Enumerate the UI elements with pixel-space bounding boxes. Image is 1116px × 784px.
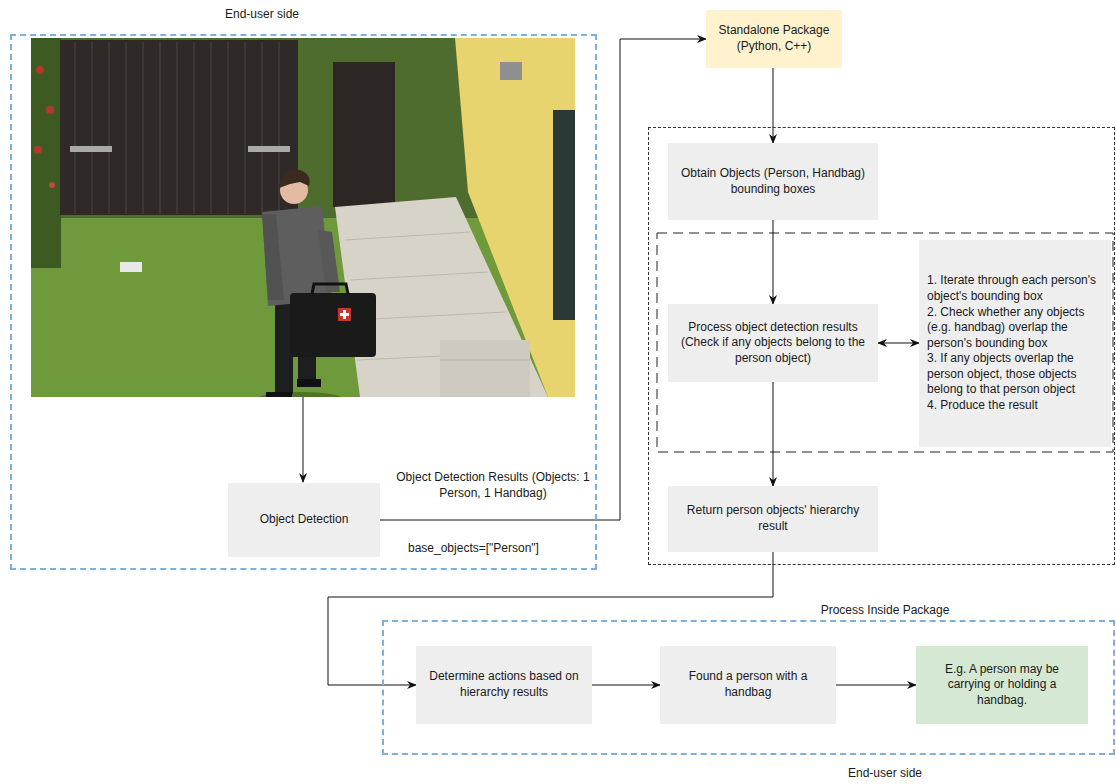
process-box: Return person objects' hierarchy result	[668, 486, 878, 552]
process-box: Found a person with a handbag	[660, 646, 836, 724]
node-text: 1. Iterate through each person's object'…	[927, 273, 1103, 304]
garden-scene	[31, 38, 575, 397]
connector	[592, 685, 660, 686]
node-text: Found a person with a handbag	[668, 669, 828, 700]
node-text: Return person objects' hierarchy result	[676, 503, 870, 534]
node-text: 4. Produce the result	[927, 398, 1103, 414]
group-region: End-user sideDetermine actions based on …	[382, 620, 1115, 755]
annotation-label: base_objects=["Person"]	[408, 541, 539, 557]
node-text: Object Detection	[236, 512, 372, 528]
process-box: Object Detection	[228, 483, 380, 557]
node-text: 3. If any objects overlap the person obj…	[927, 351, 1103, 398]
node-text: E.g. A person may be carrying or holding…	[924, 662, 1080, 709]
region-heading: End-user side	[225, 7, 299, 23]
region-heading: End-user side	[848, 766, 922, 782]
process-box: Determine actions based on hierarchy res…	[416, 646, 592, 724]
node-text: Determine actions based on hierarchy res…	[424, 669, 584, 700]
node-text: Process object detection results (Check …	[676, 320, 870, 367]
connector	[773, 220, 774, 304]
process-box: Process object detection results (Check …	[668, 304, 878, 382]
group-region: Process Inside PackageObtain Objects (Pe…	[648, 127, 1115, 565]
process-box: Obtain Objects (Person, Handbag) boundin…	[668, 143, 878, 220]
node-text: Standalone Package (Python, C++)	[714, 23, 834, 54]
inner-dashed-group	[657, 233, 1113, 452]
connector	[878, 343, 919, 344]
photo-to-detection-arrow	[303, 397, 304, 482]
process-box: Standalone Package (Python, C++)	[706, 10, 842, 68]
process-box: 1. Iterate through each person's object'…	[919, 240, 1111, 447]
node-text: 2. Check whether any objects (e.g. handb…	[927, 305, 1103, 352]
process-box: E.g. A person may be carrying or holding…	[916, 646, 1088, 724]
region-heading: Process Inside Package	[821, 603, 950, 619]
edge-label: Object Detection Results (Objects: 1 Per…	[393, 470, 593, 501]
connector	[380, 39, 706, 520]
connector	[773, 382, 774, 486]
node-text: Obtain Objects (Person, Handbag) boundin…	[676, 166, 870, 197]
connector	[836, 685, 916, 686]
connector	[773, 68, 774, 143]
